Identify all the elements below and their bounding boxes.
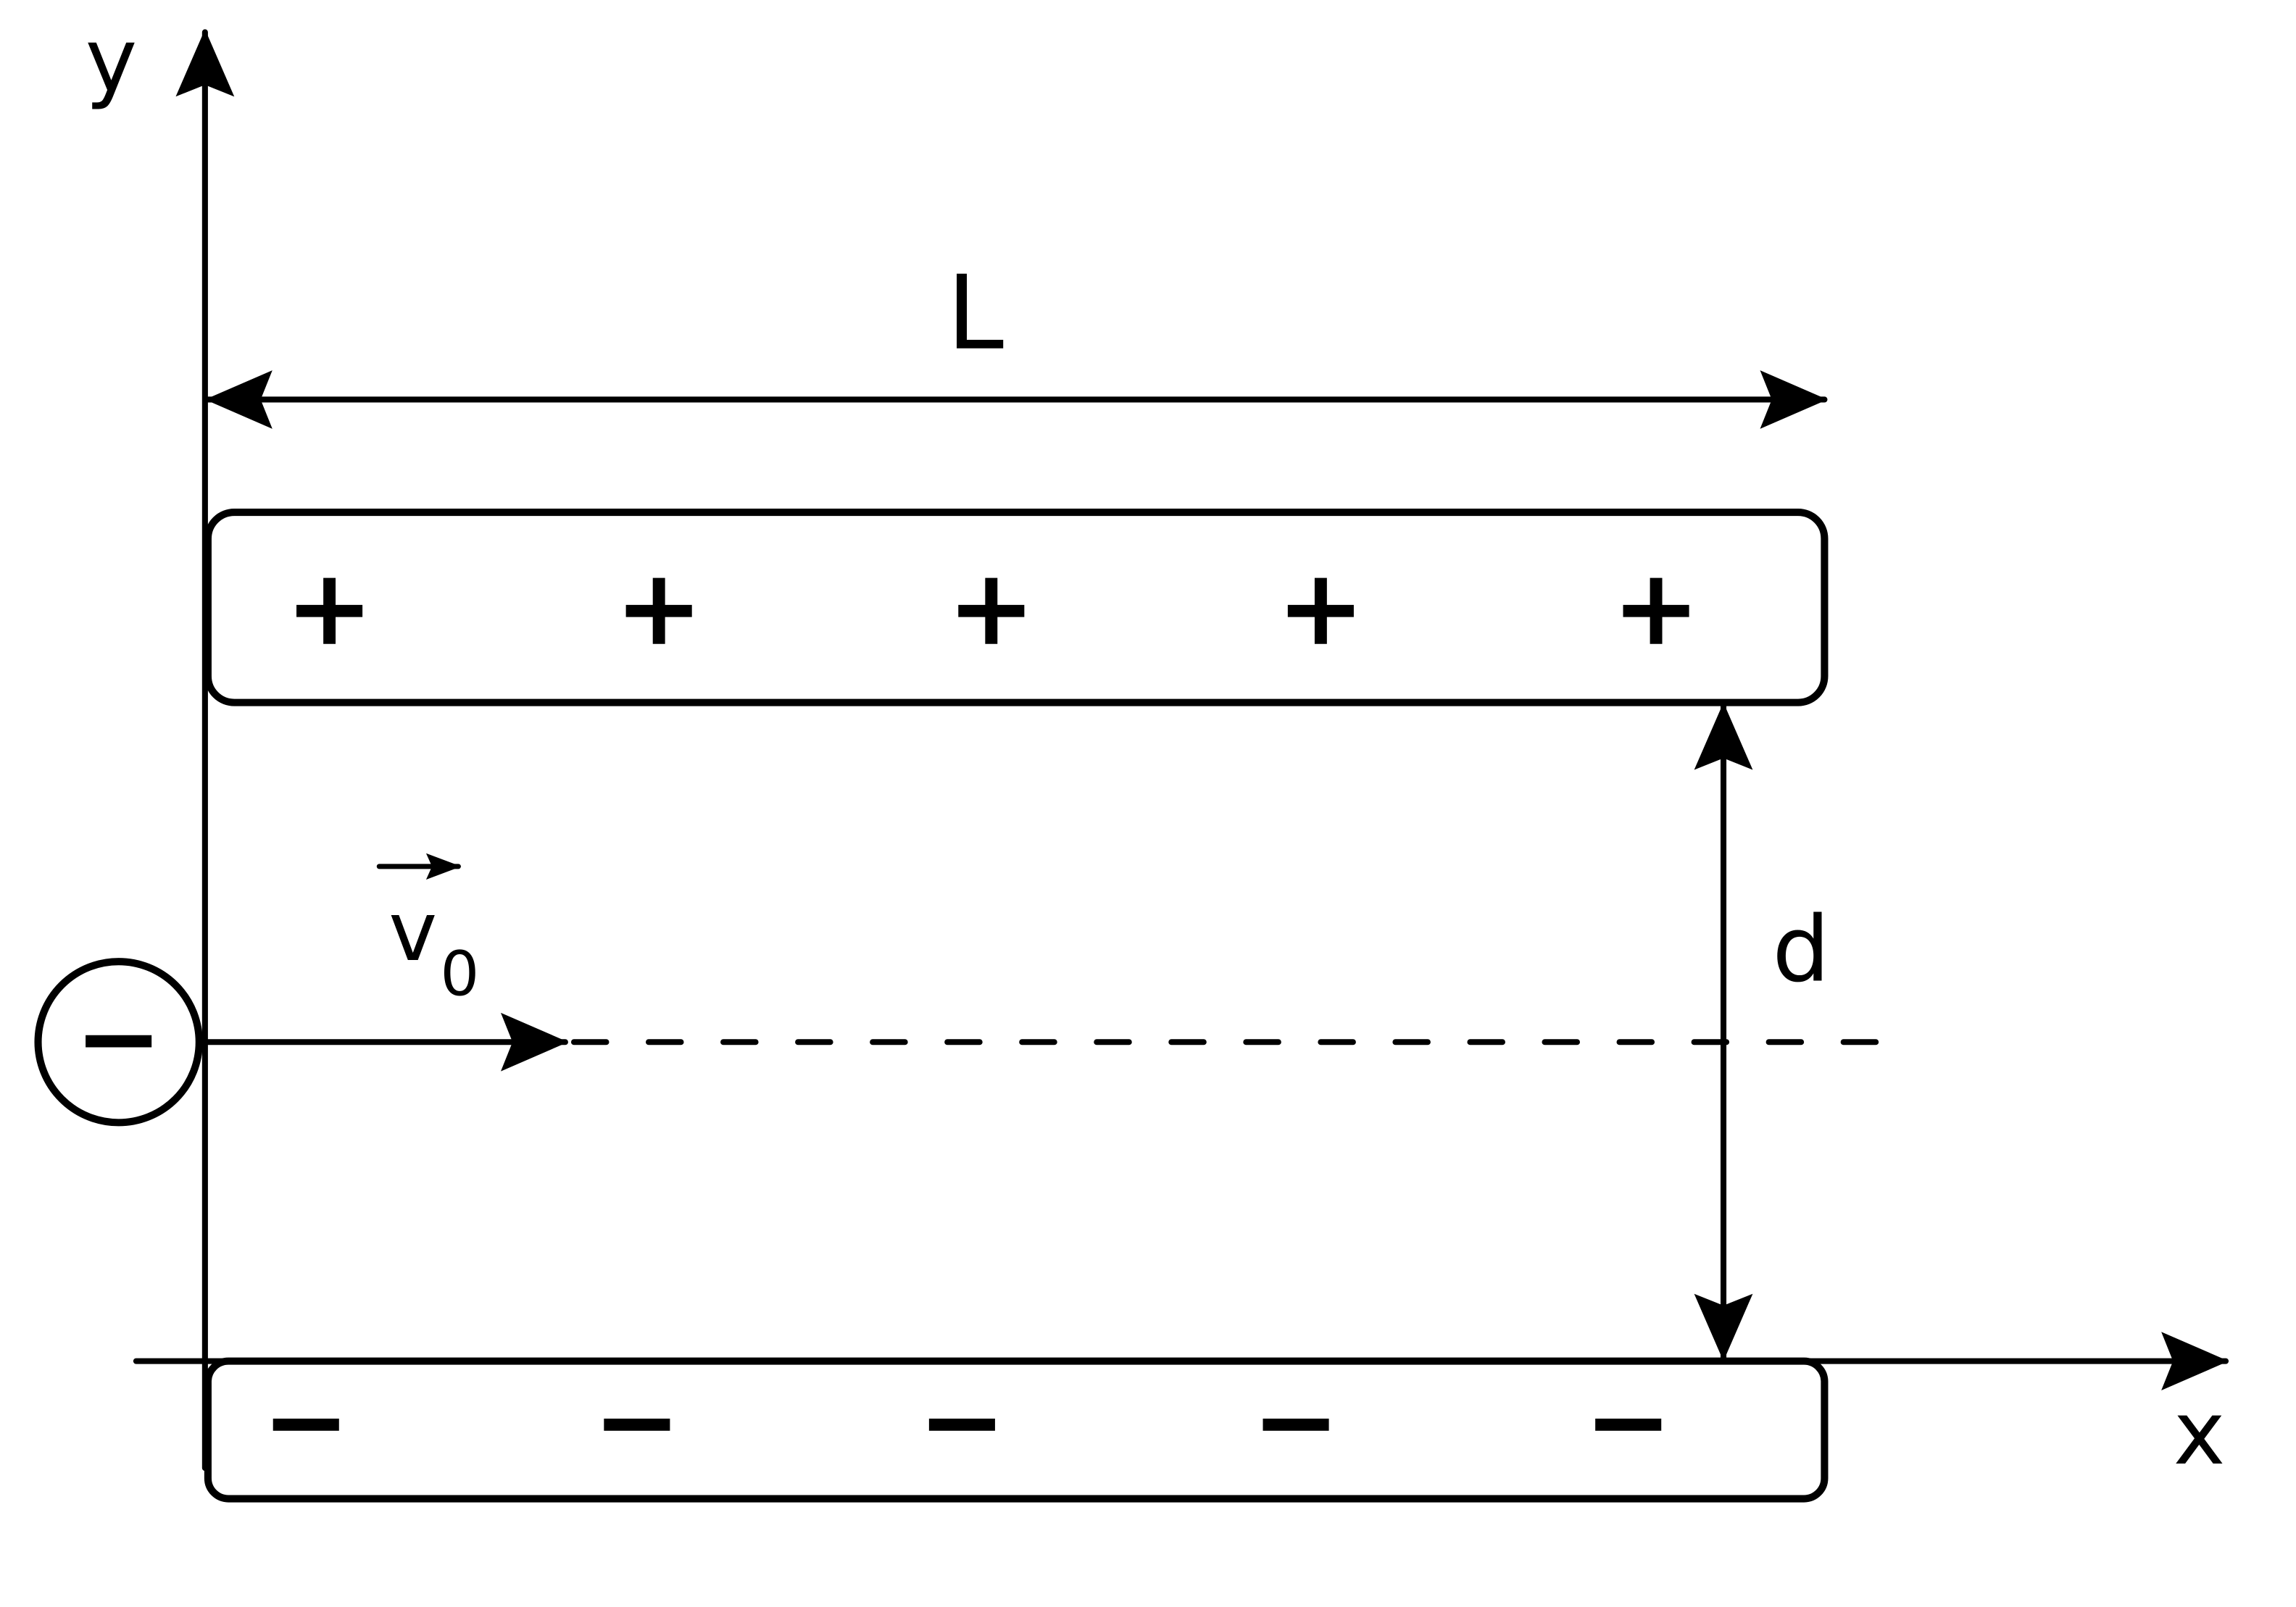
plus-charge-symbol: +	[1276, 547, 1365, 669]
bottom-plate: −−−−−	[204, 1357, 1829, 1503]
minus-charge-symbol: −	[262, 1361, 350, 1483]
y-axis: y	[86, 9, 235, 1472]
x-axis-label: x	[2174, 1382, 2226, 1485]
y-axis-label: y	[86, 9, 138, 112]
bottom-plate-charges: −−−−−	[262, 1361, 1672, 1483]
minus-charge-symbol: −	[593, 1361, 681, 1483]
x-axis: x	[133, 1332, 2229, 1485]
negative-particle: −	[34, 958, 203, 1127]
particle-charge-symbol: −	[75, 977, 163, 1100]
plus-charge-symbol: +	[286, 547, 374, 669]
velocity-vector: v 0	[201, 853, 568, 1072]
minus-charge-symbol: −	[1252, 1361, 1340, 1483]
top-plate-charges: + + + + +	[286, 547, 1700, 669]
plus-charge-symbol: +	[1612, 547, 1700, 669]
separation-label: d	[1772, 896, 1830, 1002]
minus-charge-symbol: −	[918, 1361, 1006, 1483]
plus-charge-symbol: +	[947, 547, 1036, 669]
separation-dimension: d	[1694, 702, 1830, 1361]
top-plate: + + + + +	[204, 508, 1829, 706]
velocity-label: v	[388, 884, 437, 980]
length-label: L	[947, 254, 1004, 373]
length-dimension: L	[204, 254, 1828, 429]
plus-charge-symbol: +	[615, 547, 703, 669]
velocity-subscript: 0	[440, 939, 479, 1011]
velocity-symbol: v	[388, 884, 437, 980]
minus-charge-symbol: −	[1584, 1361, 1673, 1483]
